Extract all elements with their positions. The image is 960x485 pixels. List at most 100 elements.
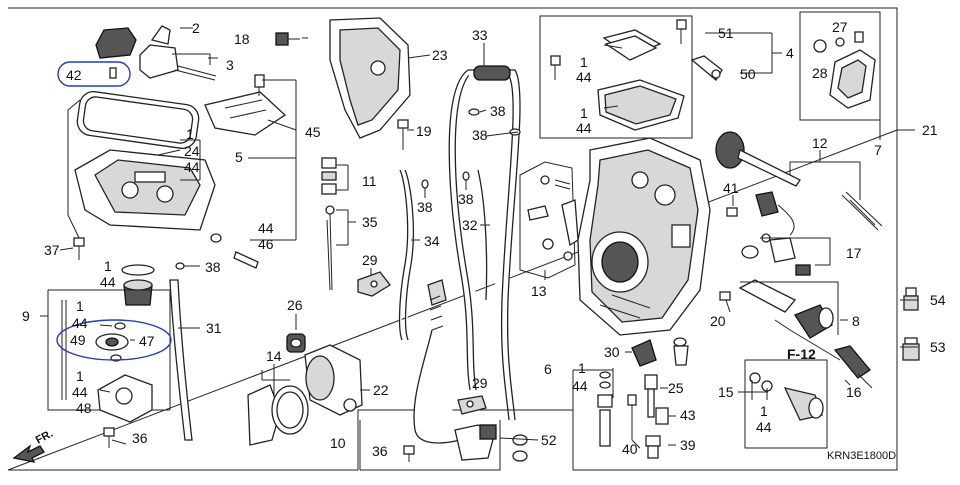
throttle-cable <box>413 329 461 444</box>
callout-49: 49 <box>70 332 86 348</box>
callout-1-e: 1 <box>580 54 588 70</box>
callout-48: 48 <box>76 400 92 416</box>
front-arrow-icon <box>12 444 45 463</box>
callout-38-d: 38 <box>472 127 488 143</box>
callout-30: 30 <box>604 344 620 360</box>
leader-12 <box>789 150 861 200</box>
throttle-valve-22 <box>304 344 363 416</box>
callout-44-i: 44 <box>572 378 588 394</box>
callout-29-a: 29 <box>362 252 378 268</box>
idle-screw-17 <box>741 233 811 276</box>
plunger-12 <box>715 131 883 231</box>
callout-8: 8 <box>852 313 860 329</box>
callout-21: 21 <box>922 122 938 138</box>
callout-44-f: 44 <box>576 69 592 85</box>
group-bracket-10 <box>359 420 501 471</box>
callout-44-e: 44 <box>72 384 88 400</box>
callout-53: 53 <box>930 339 946 355</box>
callout-9: 9 <box>22 308 30 324</box>
clamp-52 <box>512 434 528 462</box>
screw-41 <box>726 207 738 217</box>
callout-19: 19 <box>416 123 432 139</box>
callout-44-g: 44 <box>576 120 592 136</box>
callout-44-d: 44 <box>72 315 88 331</box>
callout-51: 51 <box>718 25 734 41</box>
callout-36-a: 36 <box>132 430 148 446</box>
callout-11: 11 <box>362 173 377 189</box>
part-42 <box>109 67 117 79</box>
callout-27: 27 <box>832 19 848 35</box>
callout-1-a: 1 <box>186 126 194 142</box>
callout-33: 33 <box>472 27 488 43</box>
callout-35: 35 <box>362 214 378 230</box>
needle-jet-40 <box>627 394 637 440</box>
group-box-15 <box>744 359 828 449</box>
callout-25: 25 <box>668 380 684 396</box>
link-parts <box>527 175 579 261</box>
callout-38-c: 38 <box>490 103 506 119</box>
fitting-54 <box>903 287 919 311</box>
callout-13: 13 <box>531 283 547 299</box>
callout-41: 41 <box>723 180 739 196</box>
throttle-drum-cover-23 <box>329 17 411 139</box>
callout-42: 42 <box>66 67 82 83</box>
callout-18: 18 <box>234 31 250 47</box>
screws-top <box>550 19 687 80</box>
callout-39: 39 <box>680 437 696 453</box>
pump-diaphragm-47 <box>95 322 129 362</box>
callout-46: 46 <box>258 236 274 252</box>
callout-15: 15 <box>718 384 734 400</box>
callout-1-c: 1 <box>76 298 84 314</box>
overflow-tube-31 <box>169 279 193 441</box>
screw-18 <box>275 32 300 46</box>
callout-17: 17 <box>846 245 862 261</box>
group-box-4 <box>539 15 693 139</box>
pump-cover-48 <box>97 374 153 423</box>
screw-36-left <box>103 427 115 448</box>
callout-44-c: 44 <box>100 274 116 290</box>
bowl-plate <box>204 74 287 136</box>
callout-47: 47 <box>139 333 155 349</box>
callout-3: 3 <box>226 57 234 73</box>
plate-29-upper <box>357 271 391 297</box>
cable-holder <box>454 424 497 461</box>
callout-1-b: 1 <box>104 258 112 274</box>
callout-24: 24 <box>184 143 200 159</box>
drawing-code: KRN3E1800D <box>827 450 896 462</box>
needle-jet-holder <box>121 264 155 306</box>
seal-26 <box>286 333 306 353</box>
callout-28: 28 <box>812 65 828 81</box>
sensor-connector <box>755 191 795 236</box>
callout-43: 43 <box>680 407 696 423</box>
callout-52: 52 <box>541 432 557 448</box>
callout-44-b: 44 <box>258 220 274 236</box>
screw-36-mid <box>403 445 415 462</box>
connector-50 <box>690 55 723 81</box>
group-bracket-5 <box>67 99 81 241</box>
highlight-circle-47 <box>56 319 172 361</box>
callout-7: 7 <box>874 142 882 158</box>
callout-29-b: 29 <box>472 375 488 391</box>
top-plate <box>597 29 685 131</box>
spring <box>429 295 444 331</box>
highlight-box-42 <box>57 61 131 87</box>
callout-54: 54 <box>930 292 946 308</box>
leader-lines <box>40 27 918 449</box>
pump-link-8 <box>738 279 834 339</box>
callout-6: 6 <box>544 361 552 377</box>
tube-joint <box>473 65 511 81</box>
callout-32: 32 <box>462 217 478 233</box>
callout-10: 10 <box>330 435 346 451</box>
callout-38-b: 38 <box>417 199 433 215</box>
leader-8 <box>740 281 839 335</box>
callout-4: 4 <box>786 45 794 61</box>
callout-1-d: 1 <box>76 368 84 384</box>
callout-50: 50 <box>740 66 756 82</box>
jet-30 <box>631 337 689 367</box>
section-ref-f12: F-12 <box>787 346 816 362</box>
callout-31: 31 <box>206 320 222 336</box>
air-vent-cap <box>95 25 217 81</box>
callout-5: 5 <box>235 149 243 165</box>
gasket-14 <box>247 384 309 446</box>
callout-36-b: 36 <box>372 443 388 459</box>
